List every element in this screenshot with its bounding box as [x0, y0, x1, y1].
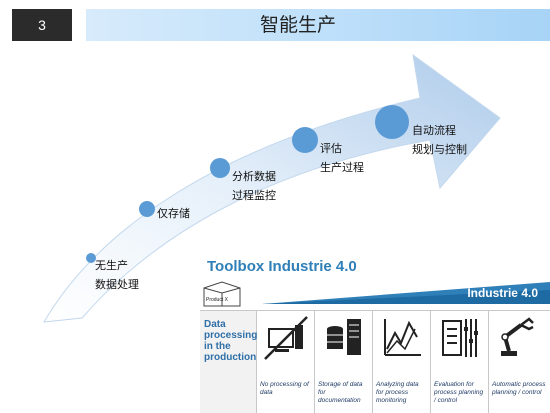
- slide-title: 智能生产: [259, 14, 336, 36]
- stage-2-dot: [139, 201, 155, 217]
- stage-4-line1: 评估: [320, 142, 342, 155]
- stage-5-label: 自动流程 规划与控制: [412, 121, 467, 159]
- stage-2-line1: 仅存储: [157, 207, 190, 220]
- column-evaluation: Evaluation for process planning / contro…: [431, 311, 489, 413]
- column-label: No processing of data: [260, 381, 309, 396]
- stage-5-line1: 自动流程: [412, 124, 456, 137]
- stage-2-label: 仅存储: [157, 204, 190, 223]
- column-automatic: Automatic process planning / control: [489, 311, 550, 413]
- slide-number: 3: [12, 9, 72, 41]
- stage-5-line2: 规划与控制: [412, 143, 467, 156]
- chart-analysis-icon: [384, 319, 421, 356]
- toolbox-table: Data processing in the production No pro…: [200, 310, 550, 413]
- stage-1-label: 无生产 数据处理: [95, 256, 139, 294]
- industrie-band: [262, 282, 550, 304]
- column-storage: Storage of data for documentation: [315, 311, 373, 413]
- storage-icon: [327, 319, 361, 355]
- column-analysis: Analyzing data for process monitoring: [373, 311, 431, 413]
- product-label: Product X: [206, 297, 229, 303]
- column-no-processing: No processing of data: [257, 311, 315, 413]
- checklist-icon: [442, 319, 478, 357]
- row-header: Data processing in the production: [200, 311, 257, 413]
- product-box-icon: Product X: [203, 281, 241, 307]
- stage-3-label: 分析数据 过程监控: [232, 167, 276, 205]
- column-label: Analyzing data for process monitoring: [376, 381, 419, 404]
- column-label: Automatic process planning / control: [492, 381, 546, 396]
- stage-4-line2: 生产过程: [320, 161, 364, 174]
- stage-4-dot: [292, 127, 318, 153]
- stage-1-line1: 无生产: [95, 259, 128, 272]
- toolbox-title: Toolbox Industrie 4.0: [207, 258, 357, 275]
- stage-1-dot: [86, 253, 96, 263]
- stage-3-line1: 分析数据: [232, 170, 276, 183]
- stage-4-label: 评估 生产过程: [320, 139, 364, 177]
- stage-1-line2: 数据处理: [95, 278, 139, 291]
- stage-3-line2: 过程监控: [232, 189, 276, 202]
- stage-5-dot: [375, 105, 409, 139]
- robot-arm-icon: [501, 317, 534, 356]
- column-label: Storage of data for documentation: [318, 381, 363, 404]
- stage-3-dot: [210, 158, 230, 178]
- industrie-label: Industrie 4.0: [467, 286, 538, 300]
- title-bar: 智能生产: [86, 9, 550, 41]
- row-header-text: Data processing in the production: [204, 319, 258, 363]
- column-label: Evaluation for process planning / contro…: [434, 381, 484, 404]
- no-processing-icon: [264, 316, 308, 360]
